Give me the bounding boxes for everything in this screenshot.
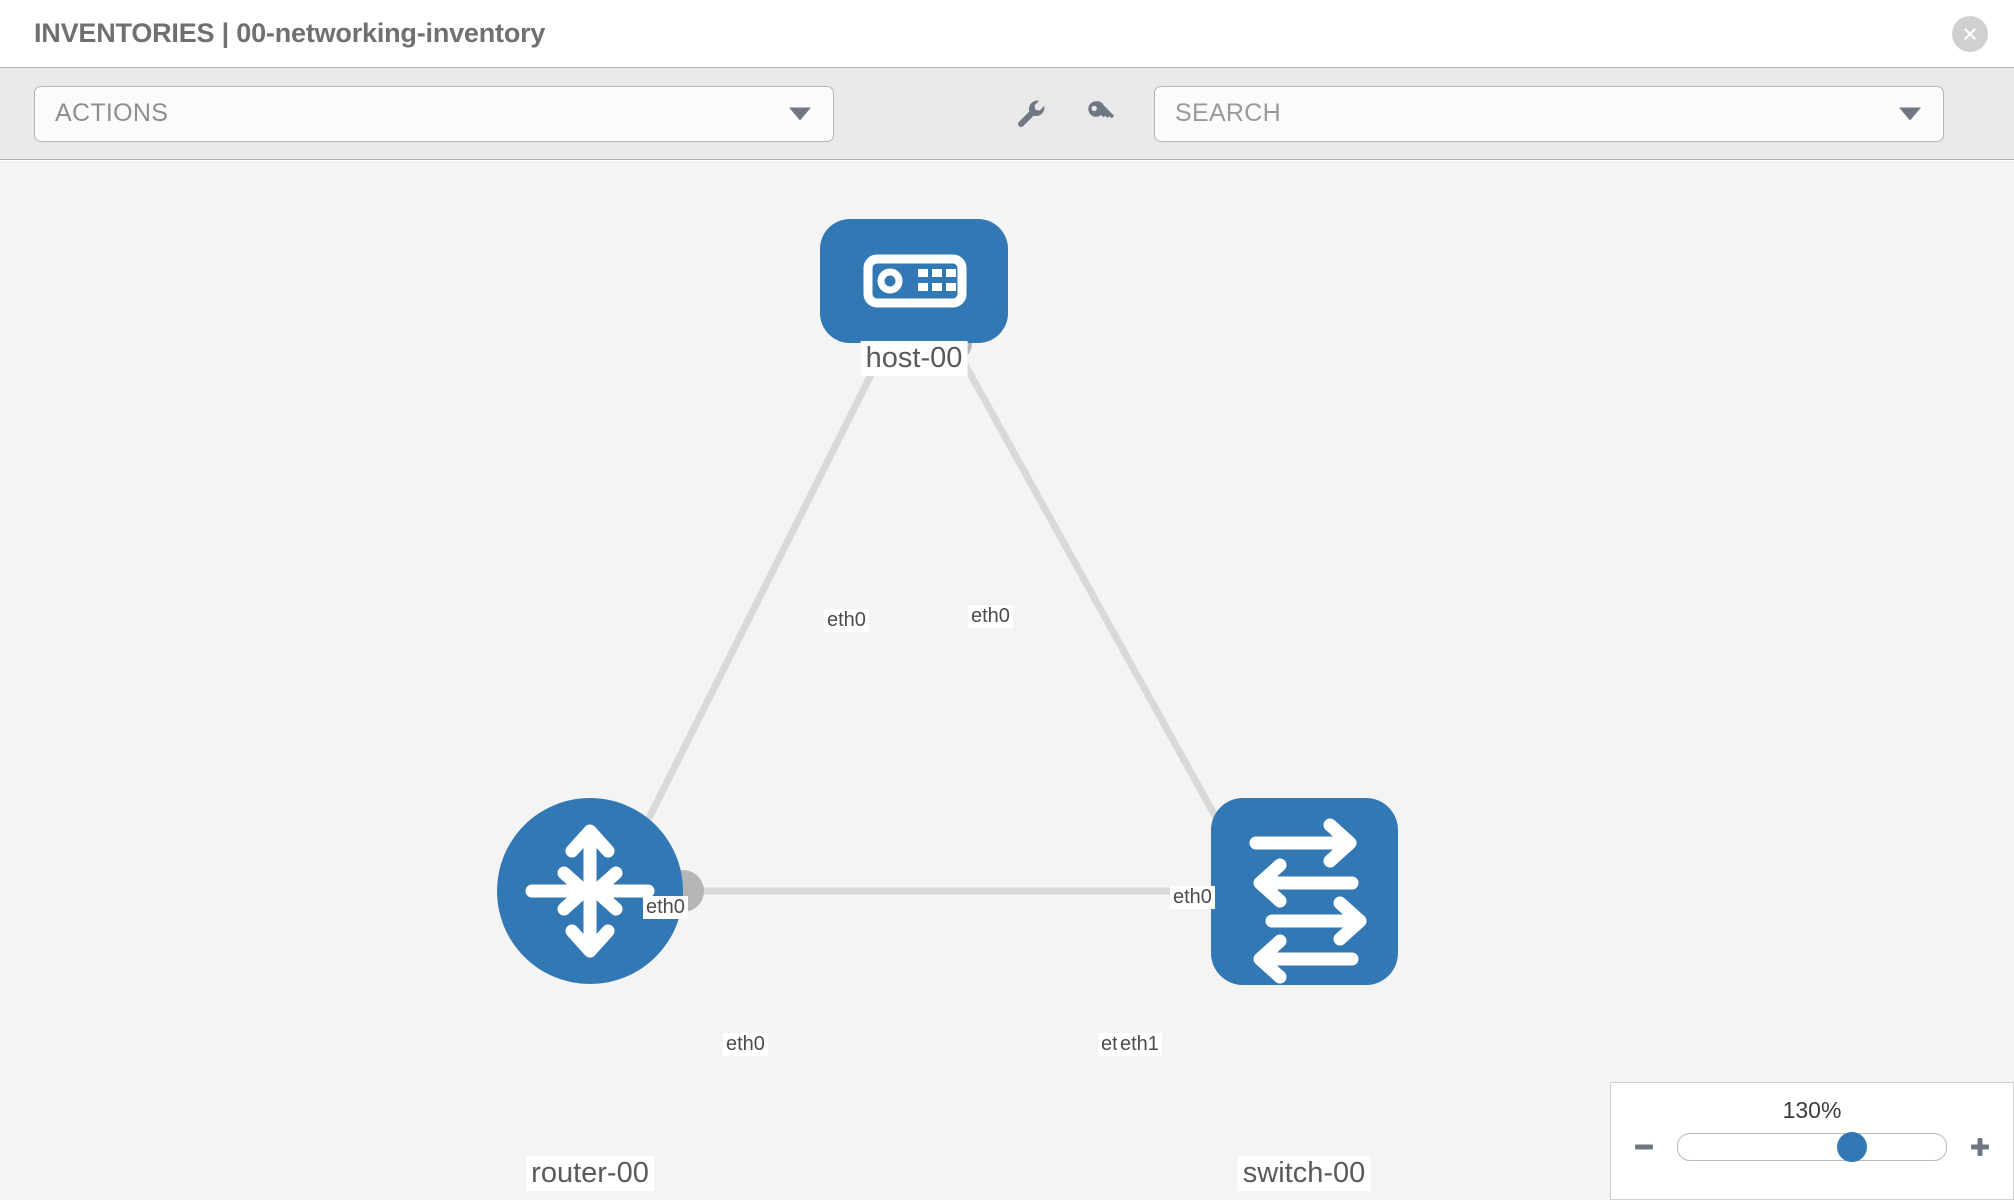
- zoom-slider-row: [1611, 1132, 2013, 1162]
- page-header: INVENTORIES | 00-networking-inventory: [0, 0, 2014, 68]
- topology-graph: [497, 219, 1398, 985]
- close-icon: [1964, 27, 1976, 40]
- page-title: INVENTORIES | 00-networking-inventory: [34, 18, 546, 48]
- bidirectional-arrows-icon: [1249, 818, 1367, 984]
- server-appliance-icon: [863, 254, 967, 308]
- toolbar-icon-group: [1014, 97, 1118, 131]
- interface-label: eth0: [643, 896, 688, 919]
- node-label-switch-00: switch-00: [1237, 1156, 1371, 1192]
- zoom-slider-thumb[interactable]: [1837, 1132, 1868, 1162]
- interface-label: eth0: [723, 1033, 768, 1056]
- interface-label: eth1: [1117, 1033, 1162, 1056]
- plus-icon: [1971, 1138, 1989, 1156]
- interface-label: eth0: [1170, 886, 1215, 909]
- four-arrows-inward-icon: [525, 824, 655, 958]
- topology-canvas[interactable]: host-00 router-00 switch-00 eth0 eth0 et…: [0, 161, 2014, 1200]
- chevron-down-icon[interactable]: [1899, 107, 1921, 120]
- actions-dropdown[interactable]: ACTIONS: [34, 85, 834, 142]
- zoom-control-panel: 130%: [1610, 1082, 2014, 1200]
- node-label-router-00: router-00: [526, 1156, 654, 1192]
- link-host-router[interactable]: [616, 339, 892, 878]
- node-switch-00[interactable]: [1211, 798, 1398, 985]
- interface-label: eth0: [968, 605, 1013, 628]
- key-icon[interactable]: [1084, 97, 1118, 131]
- toolbar: ACTIONS SEARCH: [0, 68, 2014, 160]
- wrench-icon[interactable]: [1014, 97, 1048, 131]
- close-button[interactable]: [1952, 15, 1988, 52]
- node-label-host-00: host-00: [860, 341, 968, 377]
- node-router-00[interactable]: [497, 798, 683, 984]
- chevron-down-icon: [789, 107, 811, 120]
- zoom-out-button[interactable]: [1629, 1132, 1659, 1162]
- node-host-00[interactable]: [820, 219, 1008, 343]
- link-host-switch[interactable]: [948, 339, 1244, 863]
- zoom-slider[interactable]: [1677, 1132, 1947, 1162]
- search-input[interactable]: SEARCH: [1154, 85, 1944, 142]
- actions-dropdown-label: ACTIONS: [55, 99, 169, 127]
- interface-label: eth0: [824, 609, 869, 632]
- zoom-in-button[interactable]: [1965, 1132, 1995, 1162]
- search-placeholder: SEARCH: [1175, 99, 1281, 127]
- minus-icon: [1635, 1144, 1653, 1150]
- zoom-level-value: 130%: [1782, 1097, 1842, 1123]
